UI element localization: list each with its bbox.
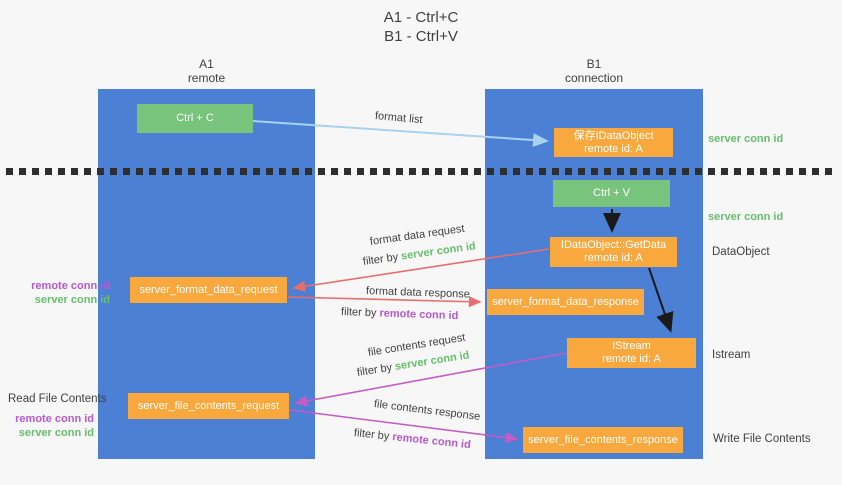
- ctrl-v-label: Ctrl + V: [593, 187, 630, 199]
- filter-by-text: filter by: [353, 427, 393, 443]
- file-conn-id-block: remote conn id server conn id: [4, 412, 94, 440]
- dotted-separator: [6, 168, 836, 175]
- title-line-2: B1 - Ctrl+V: [384, 28, 458, 45]
- title-line-1: A1 - Ctrl+C: [383, 9, 459, 26]
- remote-conn-id-label: remote conn id: [31, 280, 110, 292]
- file-request-box: server_file_contents_request: [128, 393, 289, 419]
- save-dataobject-line2: remote id: A: [584, 142, 643, 155]
- write-file-contents-label: Write File Contents: [713, 433, 811, 445]
- file-response-box: server_file_contents_response: [523, 427, 683, 453]
- lane-b-header: B1 connection: [485, 57, 703, 85]
- server-conn-id-text: server conn id: [400, 240, 477, 263]
- format-request-box: server_format_data_request: [130, 277, 287, 303]
- format-data-response-label: format data response: [365, 285, 471, 301]
- getdata-line2: remote id: A: [584, 252, 643, 264]
- dataobject-label: DataObject: [712, 246, 770, 258]
- format-list-label: format list: [374, 110, 424, 127]
- lane-b-role: connection: [564, 71, 624, 85]
- server-conn-id-mid-label: server conn id: [708, 211, 784, 223]
- format-response-box: server_format_data_response: [487, 289, 644, 315]
- format-response-label: server_format_data_response: [492, 295, 639, 308]
- lane-a-name: A1: [199, 57, 214, 71]
- remote-conn-id-text: remote conn id: [379, 307, 459, 323]
- istream-box: IStream remote id: A: [567, 338, 696, 368]
- save-dataobject-box: 保存IDataObject remote id: A: [554, 128, 673, 157]
- file-contents-response-filter: filter by remote conn id: [353, 427, 471, 451]
- ctrl-v-box: Ctrl + V: [553, 180, 670, 207]
- read-file-contents-label: Read File Contents: [8, 393, 107, 405]
- format-data-response-filter: filter by remote conn id: [341, 306, 459, 322]
- server-conn-id-label: server conn id: [18, 427, 94, 439]
- format-request-label: server_format_data_request: [139, 283, 278, 296]
- server-conn-id-label: server conn id: [34, 294, 110, 306]
- filter-by-text: filter by: [362, 250, 402, 268]
- getdata-line1: IDataObject::GetData: [560, 239, 667, 251]
- filter-by-text: filter by: [340, 306, 380, 320]
- getdata-box: IDataObject::GetData remote id: A: [550, 237, 677, 267]
- file-response-label: server_file_contents_response: [528, 433, 678, 446]
- format-conn-id-block: remote conn id server conn id: [4, 279, 110, 307]
- istream-line1: IStream: [612, 340, 651, 352]
- save-dataobject-line1: 保存IDataObject: [573, 129, 654, 142]
- filter-by-text: filter by: [356, 361, 396, 379]
- istream-line2: remote id: A: [602, 353, 661, 365]
- file-request-label: server_file_contents_request: [137, 399, 280, 412]
- remote-conn-id-label: remote conn id: [15, 413, 94, 425]
- server-conn-id-top-label: server conn id: [708, 133, 784, 145]
- diagram-title: A1 - Ctrl+C B1 - Ctrl+V: [0, 8, 842, 46]
- istream-side-label: Istream: [712, 349, 751, 361]
- file-contents-response-label: file contents response: [373, 398, 481, 423]
- lane-a-role: remote: [187, 71, 226, 85]
- ctrl-c-label: Ctrl + C: [176, 112, 214, 124]
- lane-a-header: A1 remote: [98, 57, 315, 85]
- remote-conn-id-text: remote conn id: [391, 431, 472, 452]
- lane-b-name: B1: [586, 57, 602, 71]
- ctrl-c-box: Ctrl + C: [137, 104, 253, 133]
